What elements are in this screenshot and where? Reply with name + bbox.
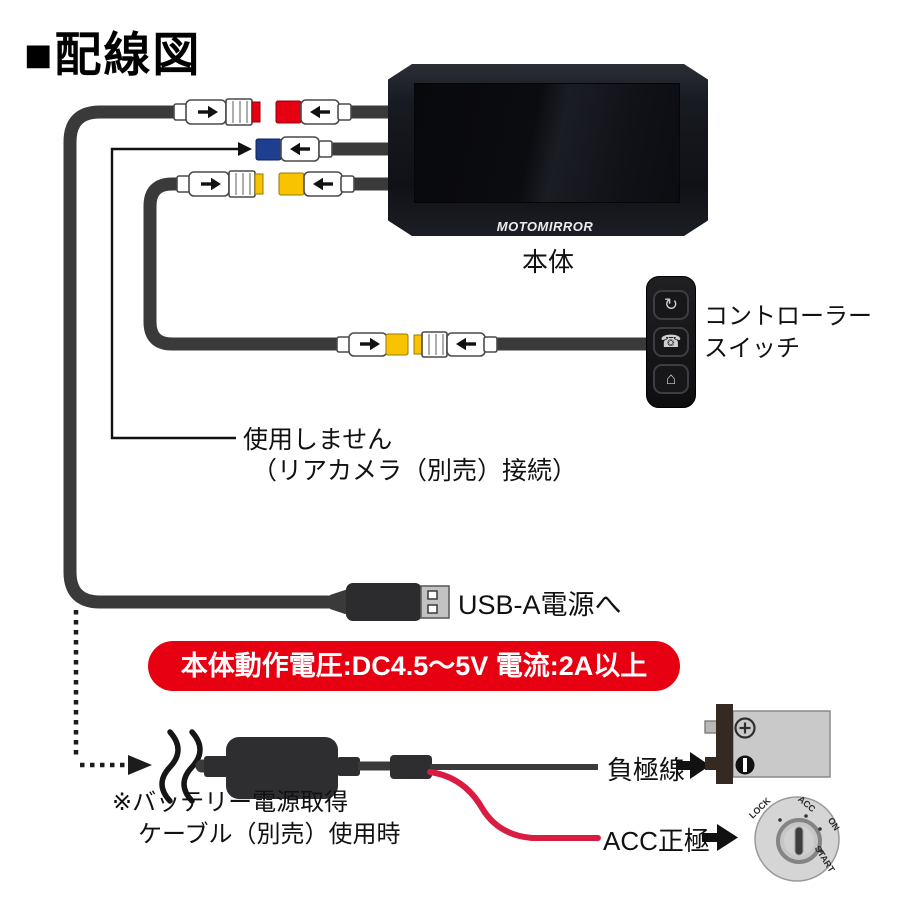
controller-switch: ↻ ☎ ⌂ [646,276,696,408]
phone-icon: ☎ [653,327,689,357]
yellow-connector-male [176,170,264,198]
unused-note-line1: 使用しません [243,426,393,454]
device-logo: MOTOMIRROR [496,219,594,234]
red-connector-female [275,99,352,125]
controller-cable [143,177,347,351]
device-label: 本体 [521,247,574,277]
acc-arrow-icon [702,824,738,851]
negative-arrow-icon [676,752,710,779]
controller-label-line1: コントローラー [704,303,872,330]
battery-terminal [704,704,831,784]
acc-positive-label: ACC正極 [603,826,710,856]
negative-wire-label: 負極線 [607,755,686,785]
main-unit-device: MOTOMIRROR [388,64,708,236]
rotate-icon: ↻ [653,290,689,320]
plus-terminal-icon [734,717,756,739]
battery-note-line2: ケーブル（別売）使用時 [138,821,401,848]
battery-note-line1: ※バッテリー電源取得 [112,789,349,816]
home-icon: ⌂ [653,364,689,394]
controller-label-line2: スイッチ [704,335,800,362]
battery-cable-assembly [195,737,601,841]
usb-a-plug [330,583,450,621]
minus-terminal-icon [735,755,755,775]
main-power-cable [63,105,341,609]
dotted-battery-link [73,610,152,775]
yellow-connector-female [278,171,355,197]
ignition-key-switch [754,796,840,882]
page-title: ■配線図 [24,30,202,82]
controller-connector-female [413,331,498,358]
usb-power-label: USB-A電源へ [458,590,622,620]
voltage-banner: 本体動作電圧:DC4.5～5V 電流:2A以上 [148,641,680,691]
red-connector-male [173,98,261,126]
unused-note-line2: （リアカメラ（別売）接続） [252,457,578,485]
device-screen [414,83,680,203]
acc-wire [427,769,601,841]
cable-break-icon [159,729,203,804]
unused-callout-line [110,142,252,440]
controller-connector-male [336,332,409,357]
blue-connector-female [255,136,333,162]
